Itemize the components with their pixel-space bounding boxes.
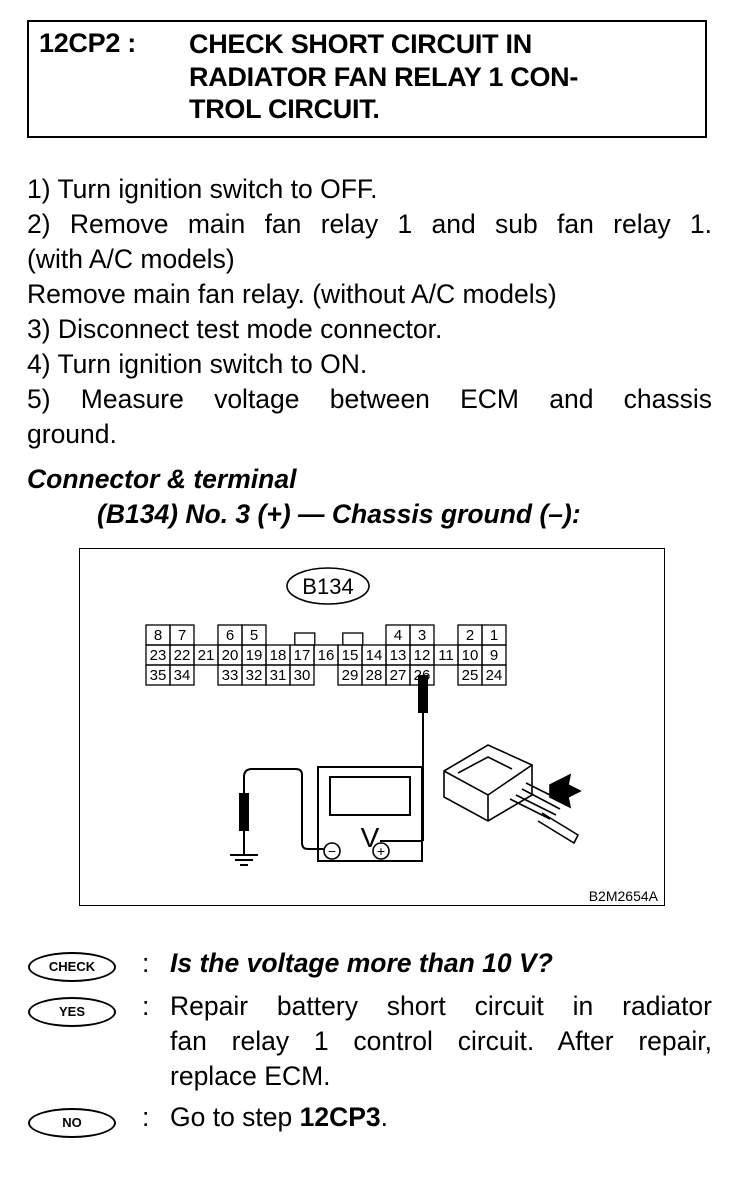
procedure-steps: 1) Turn ignition switch to OFF. 2) Remov… [27, 172, 712, 452]
procedure-step: 3) Disconnect test mode connector. [27, 314, 443, 344]
no-answer-target: 12CP3 [299, 1102, 381, 1132]
procedure-step: 5) Measure voltage between ECM and chass… [27, 384, 712, 414]
pin-label: 8 [154, 627, 162, 644]
yes-answer-line: fan relay 1 control circuit. After repai… [170, 1026, 712, 1056]
pin-label: 32 [246, 667, 263, 684]
pin-label: 28 [366, 667, 383, 684]
no-colon: : [142, 1102, 150, 1132]
pin-label: 29 [342, 667, 359, 684]
no-answer: Go to step 12CP3. [170, 1100, 712, 1135]
harness-connector-sketch [443, 744, 582, 845]
step-title: CHECK SHORT CIRCUIT IN RADIATOR FAN RELA… [189, 28, 659, 126]
minus-terminal-label: − [328, 843, 336, 859]
procedure-step: (with A/C models) [27, 244, 235, 274]
connector-heading: Connector & terminal [27, 464, 297, 494]
pin-label: 2 [466, 627, 474, 644]
pin-label: 18 [270, 647, 287, 664]
procedure-step: 2) Remove main fan relay 1 and sub fan r… [27, 209, 712, 239]
voltmeter-body [317, 766, 423, 862]
pin-label: 1 [490, 627, 498, 644]
step-title-line: CHECK SHORT CIRCUIT IN [189, 29, 532, 59]
connector-label-oval [286, 567, 370, 605]
pin-cell [169, 664, 195, 686]
procedure-step: 4) Turn ignition switch to ON. [27, 349, 368, 379]
yes-answer-line: replace ECM. [170, 1061, 331, 1091]
pin-label: 20 [222, 647, 239, 664]
connector-label: B134 [302, 574, 353, 599]
no-badge: NO [28, 1108, 116, 1138]
connector-subheading: (B134) No. 3 (+) — Chassis ground (–): [97, 499, 581, 529]
check-badge: CHECK [28, 952, 116, 982]
pin-label: 35 [150, 667, 167, 684]
connector-key [294, 632, 316, 646]
pin-label: 23 [150, 647, 167, 664]
pin-label: 33 [222, 667, 239, 684]
yes-colon: : [142, 991, 150, 1021]
pin-label: 19 [246, 647, 263, 664]
connector-key [342, 632, 364, 646]
step-title-line: TROL CIRCUIT. [189, 94, 380, 124]
pin-label: 6 [226, 627, 234, 644]
negative-probe [239, 793, 249, 831]
pin-label: 22 [174, 647, 191, 664]
check-question: Is the voltage more than 10 V? [170, 948, 553, 978]
yes-answer-line: Repair battery short circuit in radiator [170, 991, 712, 1021]
pin-label: 25 [462, 667, 479, 684]
positive-probe [418, 675, 428, 713]
pin-label: 3 [418, 627, 426, 644]
pin-label: 17 [294, 647, 311, 664]
pin-label: 34 [174, 667, 191, 684]
negative-lead [243, 768, 324, 850]
pin-label: 15 [342, 647, 359, 664]
procedure-step: Remove main fan relay. (without A/C mode… [27, 279, 557, 309]
pin-label: 4 [394, 627, 402, 644]
pin-label: 21 [198, 647, 215, 664]
pin-label: 13 [390, 647, 407, 664]
voltmeter-display [329, 776, 411, 816]
pin-label: 16 [318, 647, 335, 664]
figure-code: B2M2654A [589, 888, 659, 904]
plus-terminal [372, 842, 390, 860]
minus-terminal [323, 842, 341, 860]
pin-label: 27 [390, 667, 407, 684]
procedure-step: 1) Turn ignition switch to OFF. [27, 174, 378, 204]
pin-label: 9 [490, 647, 498, 664]
yes-answer: Repair battery short circuit in radiator… [170, 989, 712, 1094]
yes-badge: YES [28, 997, 116, 1027]
step-id: 12CP2 : [39, 28, 136, 58]
step-header-box: 12CP2 : CHECK SHORT CIRCUIT IN RADIATOR … [27, 20, 707, 138]
pin-label: 31 [270, 667, 287, 684]
step-title-line: RADIATOR FAN RELAY 1 CON- [189, 61, 579, 92]
plus-terminal-label: + [377, 843, 385, 859]
pin-label: 12 [414, 647, 431, 664]
pin-label: 11 [438, 647, 454, 664]
no-answer-suffix: . [380, 1102, 389, 1132]
pin-cell [289, 664, 315, 686]
pin-label: 30 [294, 667, 311, 684]
pin-label: 10 [462, 647, 479, 664]
procedure-step: ground. [27, 419, 117, 449]
check-colon: : [142, 948, 150, 978]
pin-cell [481, 664, 507, 686]
pin-label: 5 [250, 627, 258, 644]
pin-label: 7 [178, 627, 186, 644]
pin-label: 24 [486, 667, 503, 684]
pin-label: 14 [366, 647, 383, 664]
no-answer-prefix: Go to step [170, 1102, 300, 1132]
